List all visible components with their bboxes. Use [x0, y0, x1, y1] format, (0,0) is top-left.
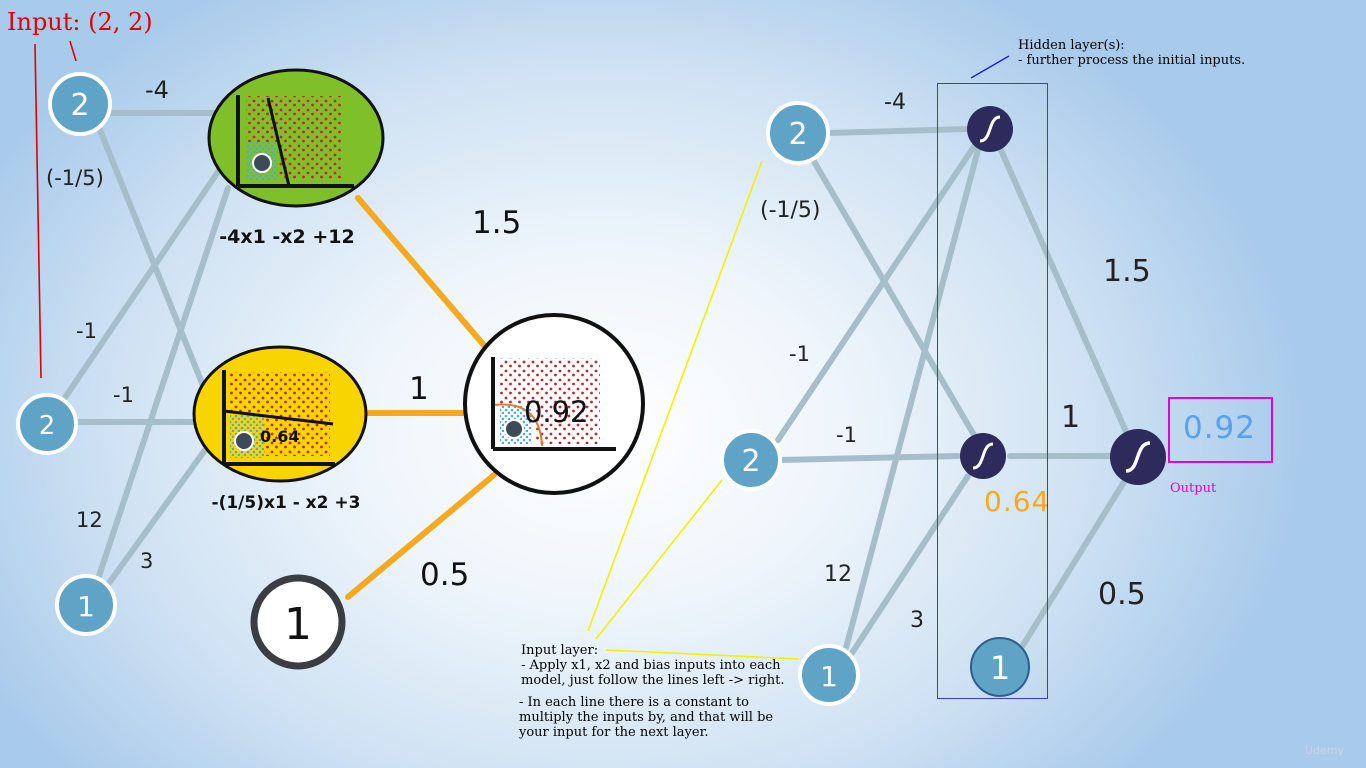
model-1-green: -4x1 -x2 +12 [207, 68, 385, 248]
edge-bias-model1 [93, 185, 231, 588]
edge-in2-h1 [775, 142, 978, 443]
output-sigmoid-node [1110, 429, 1166, 485]
blue-pointer-line [970, 55, 1010, 79]
right-weight-labels: -4 (-1/5) -1 -1 12 3 1.5 1 0.5 [760, 90, 1151, 633]
left-input-node-bias: 1 [55, 574, 117, 636]
node-label: 2 [39, 411, 56, 441]
weight-label: 1 [1061, 400, 1080, 435]
weight-label: 0.5 [1098, 577, 1146, 612]
edge-in1-h2 [809, 155, 977, 438]
weight-label: -1 [789, 342, 810, 366]
node-label: 1 [820, 660, 838, 693]
model-2-value: 0.64 [260, 427, 299, 446]
output-label: Output [1170, 481, 1217, 496]
constant-annotation: - In each line there is a constant to mu… [519, 695, 774, 740]
edge-model1-output [355, 195, 491, 353]
model-2-yellow: 0.64 -(1/5)x1 - x2 +3 [192, 345, 368, 513]
left-input-node-x2: 2 [16, 393, 78, 455]
node-label: 1 [990, 649, 1010, 687]
left-bias-node: 1 [250, 574, 346, 670]
left-input-node-x1: 2 [48, 72, 112, 136]
red-pointer-line [69, 40, 77, 62]
weight-label: -1 [76, 319, 97, 343]
weight-label: 3 [140, 549, 153, 573]
model-1-equation: -4x1 -x2 +12 [219, 226, 355, 248]
hidden-sigmoid-node-1 [967, 106, 1013, 152]
edge-in1-h1 [825, 126, 971, 136]
weight-label: -4 [145, 76, 169, 104]
sigmoid-icon [972, 442, 994, 470]
left-output-model: 0.92 [463, 313, 645, 495]
weight-label: (-1/5) [46, 166, 104, 190]
sigmoid-icon [1125, 441, 1151, 473]
hidden-value-label: 0.64 [984, 485, 1050, 518]
edge-h1-out [997, 145, 1131, 439]
udemy-watermark: Udemy [1305, 744, 1345, 757]
weight-label: -4 [884, 90, 906, 115]
edge-bias-out [1017, 479, 1127, 653]
weight-label: 1 [409, 371, 429, 407]
right-network: 2 2 1 -4 (-1/5) -1 -1 12 3 1.5 1 0.5 [720, 90, 1166, 706]
weight-label: 12 [76, 508, 103, 532]
weight-label: 1.5 [1103, 254, 1151, 289]
output-highlight-box [1168, 397, 1273, 463]
left-output-edges [345, 195, 497, 600]
weight-label: -1 [836, 423, 857, 447]
hidden-layer-annotation: Hidden layer(s): - further process the i… [1018, 38, 1246, 68]
right-bias-node: 1 [970, 637, 1030, 697]
weight-label: 3 [910, 608, 924, 633]
point-marker [252, 153, 272, 173]
node-label: 2 [741, 444, 760, 479]
node-label: 1 [77, 590, 95, 623]
edge-in2-h2 [777, 453, 961, 463]
left-weight-labels: -4 (-1/5) -1 -1 12 3 [46, 76, 169, 573]
red-pointer-line [34, 43, 42, 379]
weight-label: 0.5 [420, 557, 469, 593]
yellow-pointer-line [595, 479, 723, 640]
weight-label: 12 [824, 562, 852, 587]
edge-bias-h1 [843, 147, 981, 651]
point-marker [504, 419, 524, 439]
right-input-node-x1: 2 [766, 101, 830, 165]
annotation-lines [34, 40, 1010, 660]
left-network: 2 2 1 -4 (-1/5) -1 -1 12 3 [16, 68, 645, 670]
hidden-sigmoid-node-2 [960, 433, 1006, 479]
edge-bias-output [345, 472, 497, 600]
input-layer-annotation: Input layer: - Apply x1, x2 and bias inp… [521, 643, 785, 688]
model-2-equation: -(1/5)x1 - x2 +3 [212, 493, 361, 513]
edge-bias-model2 [101, 447, 208, 593]
weight-label: -1 [113, 383, 134, 407]
node-label: 1 [284, 599, 312, 650]
edge-in1-model2 [95, 122, 211, 401]
left-input-edges [59, 110, 231, 593]
node-label: 2 [70, 88, 89, 123]
right-edges [775, 126, 1131, 659]
right-input-node-x2: 2 [720, 429, 782, 491]
yellow-pointer-line [605, 649, 800, 660]
sigmoid-icon [979, 115, 1001, 143]
node-label: 2 [788, 117, 807, 152]
input-title: Input: (2, 2) [7, 8, 153, 36]
hidden-layer-highlight-box [937, 83, 1048, 699]
output-value: 0.92 [1182, 410, 1257, 446]
point-marker [234, 431, 254, 451]
left-output-weight-labels: 1.5 1 0.5 [409, 205, 521, 593]
edge-in2-model1 [59, 157, 229, 405]
weight-label: (-1/5) [760, 198, 821, 223]
edge-bias-h2 [847, 473, 971, 659]
yellow-pointer-line [587, 160, 763, 632]
right-input-node-bias: 1 [798, 644, 860, 706]
weight-label: 1.5 [472, 205, 521, 241]
output-model-value: 0.92 [524, 395, 589, 429]
